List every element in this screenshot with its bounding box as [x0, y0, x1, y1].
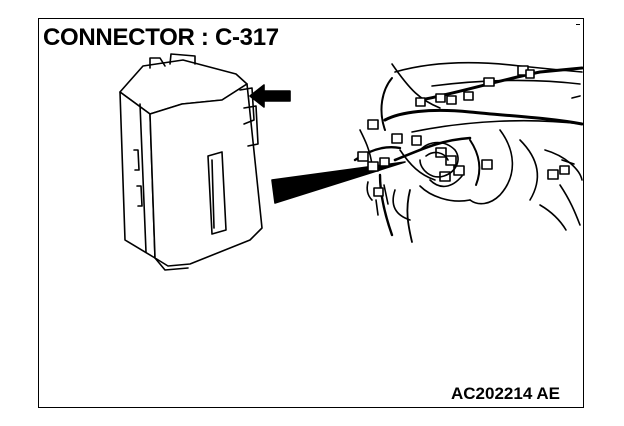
- corner-tick: [576, 24, 580, 25]
- connector-module: [119, 53, 263, 271]
- wiring-harness: [353, 61, 584, 243]
- connector-title: CONNECTOR : C-317: [43, 24, 279, 51]
- leader-wedge: [271, 161, 406, 204]
- left-arrow-icon: [249, 84, 291, 108]
- diagram-frame: [38, 18, 584, 408]
- figure-code: AC202214 AE: [451, 384, 560, 403]
